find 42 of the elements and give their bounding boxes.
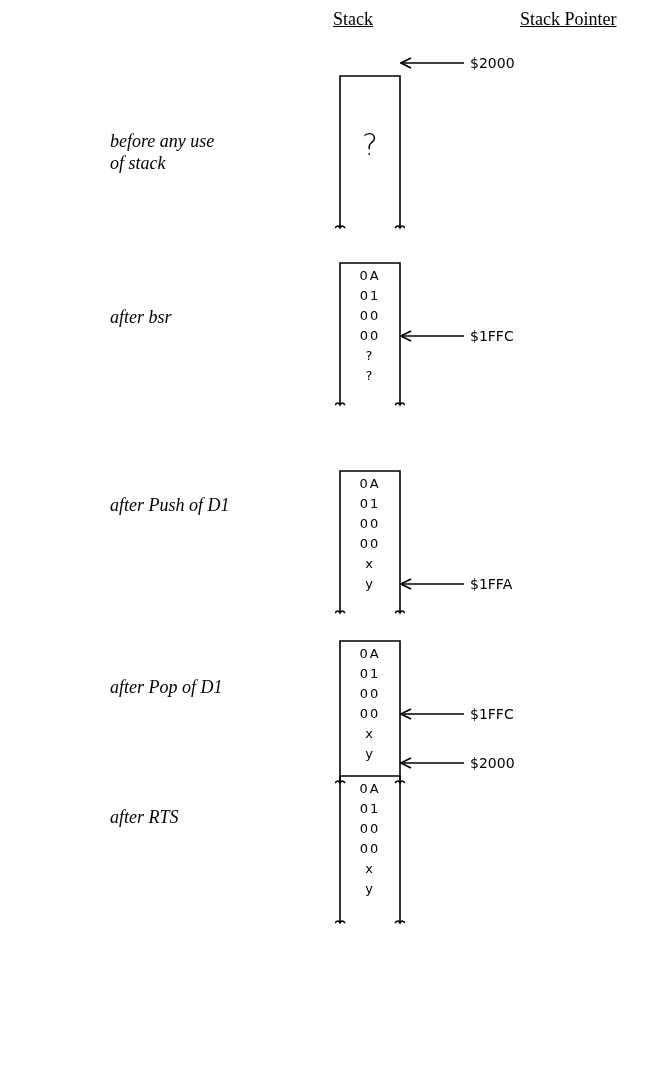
stack-entry: 0A bbox=[359, 645, 381, 663]
step-caption: after bsr bbox=[110, 306, 172, 328]
stack-entry: 01 bbox=[359, 495, 381, 513]
pointer-arrow bbox=[400, 578, 465, 590]
stack-entry: 01 bbox=[359, 287, 381, 305]
stack-entry: 01 bbox=[359, 800, 381, 818]
step-caption: after Push of D1 bbox=[110, 494, 230, 516]
stack-entry: x bbox=[365, 555, 375, 573]
column-heading: Stack bbox=[333, 8, 373, 30]
stack-entry: 00 bbox=[359, 820, 381, 838]
address-label: $1FFC bbox=[470, 327, 514, 346]
stack-entry: y bbox=[365, 880, 375, 898]
stack-entry: 00 bbox=[359, 307, 381, 325]
stack-entry: 00 bbox=[359, 515, 381, 533]
pointer-arrow bbox=[400, 330, 465, 342]
stack-entry: y bbox=[365, 745, 375, 763]
stack-entry: 00 bbox=[359, 535, 381, 553]
stack-entry: 00 bbox=[359, 327, 381, 345]
stack-entry: y bbox=[365, 575, 375, 593]
address-label: $2000 bbox=[470, 54, 515, 73]
pointer-arrow bbox=[400, 708, 465, 720]
step-caption: before any use of stack bbox=[110, 130, 216, 174]
stack-entry: 00 bbox=[359, 685, 381, 703]
stack-entry: ? bbox=[365, 347, 375, 365]
step-caption: after RTS bbox=[110, 806, 179, 828]
stack-entry: 0A bbox=[359, 267, 381, 285]
stack-entry: 00 bbox=[359, 705, 381, 723]
pointer-arrow bbox=[400, 757, 465, 769]
address-label: $1FFC bbox=[470, 705, 514, 724]
column-heading: Stack Pointer bbox=[520, 8, 617, 30]
stack-entry: 0A bbox=[359, 780, 381, 798]
stack-entry: x bbox=[365, 725, 375, 743]
stack-entry: x bbox=[365, 860, 375, 878]
address-label: $2000 bbox=[470, 754, 515, 773]
stack-entry: 01 bbox=[359, 665, 381, 683]
stack-entry: 00 bbox=[359, 840, 381, 858]
stack-entry: 0A bbox=[359, 475, 381, 493]
stack-entry: ? bbox=[365, 367, 375, 385]
stack-entry: ? bbox=[362, 126, 378, 164]
pointer-arrow bbox=[400, 57, 465, 69]
address-label: $1FFA bbox=[470, 575, 513, 594]
step-caption: after Pop of D1 bbox=[110, 676, 223, 698]
